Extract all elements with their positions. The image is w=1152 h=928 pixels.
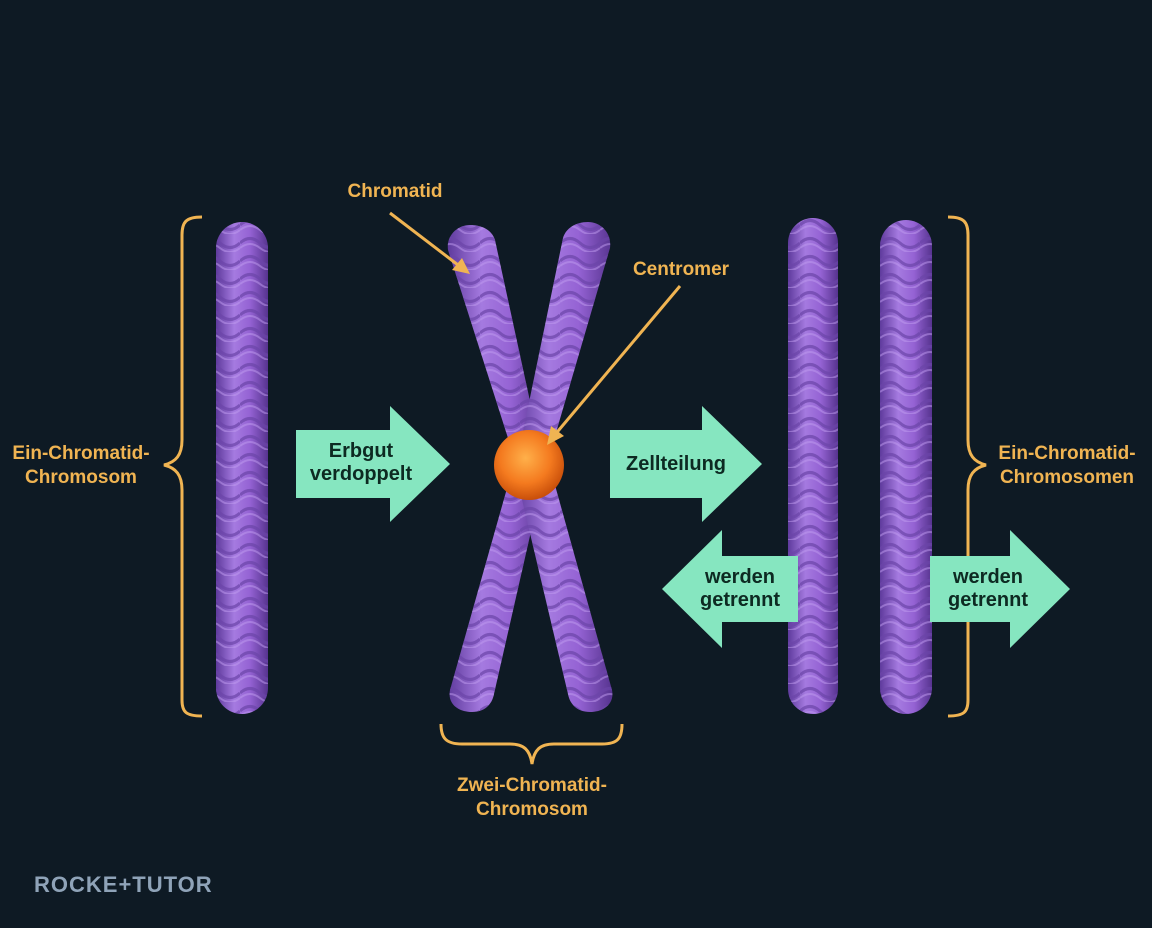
centromer-pointer xyxy=(547,285,682,445)
brace-right xyxy=(947,215,987,718)
centromere xyxy=(494,430,564,500)
arrow-separate-right-text: werden getrennt xyxy=(934,566,1042,612)
single-chromosome-right-b xyxy=(880,220,932,714)
brace-left xyxy=(163,215,203,718)
left-brace-label-line2: Chromosom xyxy=(25,467,137,488)
left-brace-label-line1: Ein-Chromatid- xyxy=(12,443,150,464)
brace-bottom xyxy=(439,723,624,765)
left-brace-label: Ein-Chromatid- Chromosom xyxy=(2,442,160,490)
chromatid-label: Chromatid xyxy=(347,181,443,202)
centromer-label: Centromer xyxy=(632,259,730,280)
arrow-separate-left xyxy=(662,530,798,648)
arrow-separate-right-line1: werden xyxy=(952,566,1024,588)
arrow-separate-left-line1: werden xyxy=(704,566,776,588)
arrow-division xyxy=(610,406,762,522)
right-brace-label-line1: Ein-Chromatid- xyxy=(998,443,1136,464)
chromatid-pointer xyxy=(389,211,470,274)
brand-logo: ROCKE+TUTOR xyxy=(34,872,213,897)
arrow-separate-left-line2: getrennt xyxy=(700,589,780,611)
arrow-separate-right xyxy=(930,530,1070,648)
arrow-division-text: Zellteilung xyxy=(626,453,726,475)
right-brace-label-line2: Chromosomen xyxy=(999,467,1135,488)
arrow-duplicate-text: Erbgut verdoppelt xyxy=(300,440,422,486)
bottom-brace-label-line1: Zwei-Chromatid- xyxy=(457,775,607,796)
two-chromatid-chromosome xyxy=(447,222,613,712)
arrow-separate-right-line2: getrennt xyxy=(948,589,1028,611)
single-chromosome-right-a xyxy=(788,218,838,714)
bottom-brace-label: Zwei-Chromatid- Chromosom xyxy=(432,774,632,822)
bottom-brace-label-line2: Chromosom xyxy=(476,799,588,820)
right-brace-label: Ein-Chromatid- Chromosomen xyxy=(984,442,1150,490)
arrow-duplicate-line1: Erbgut xyxy=(328,440,394,462)
single-chromosome-left xyxy=(216,222,268,714)
arrow-duplicate xyxy=(296,406,450,522)
arrow-separate-left-text: werden getrennt xyxy=(686,566,794,612)
arrow-duplicate-line2: verdoppelt xyxy=(309,463,413,485)
